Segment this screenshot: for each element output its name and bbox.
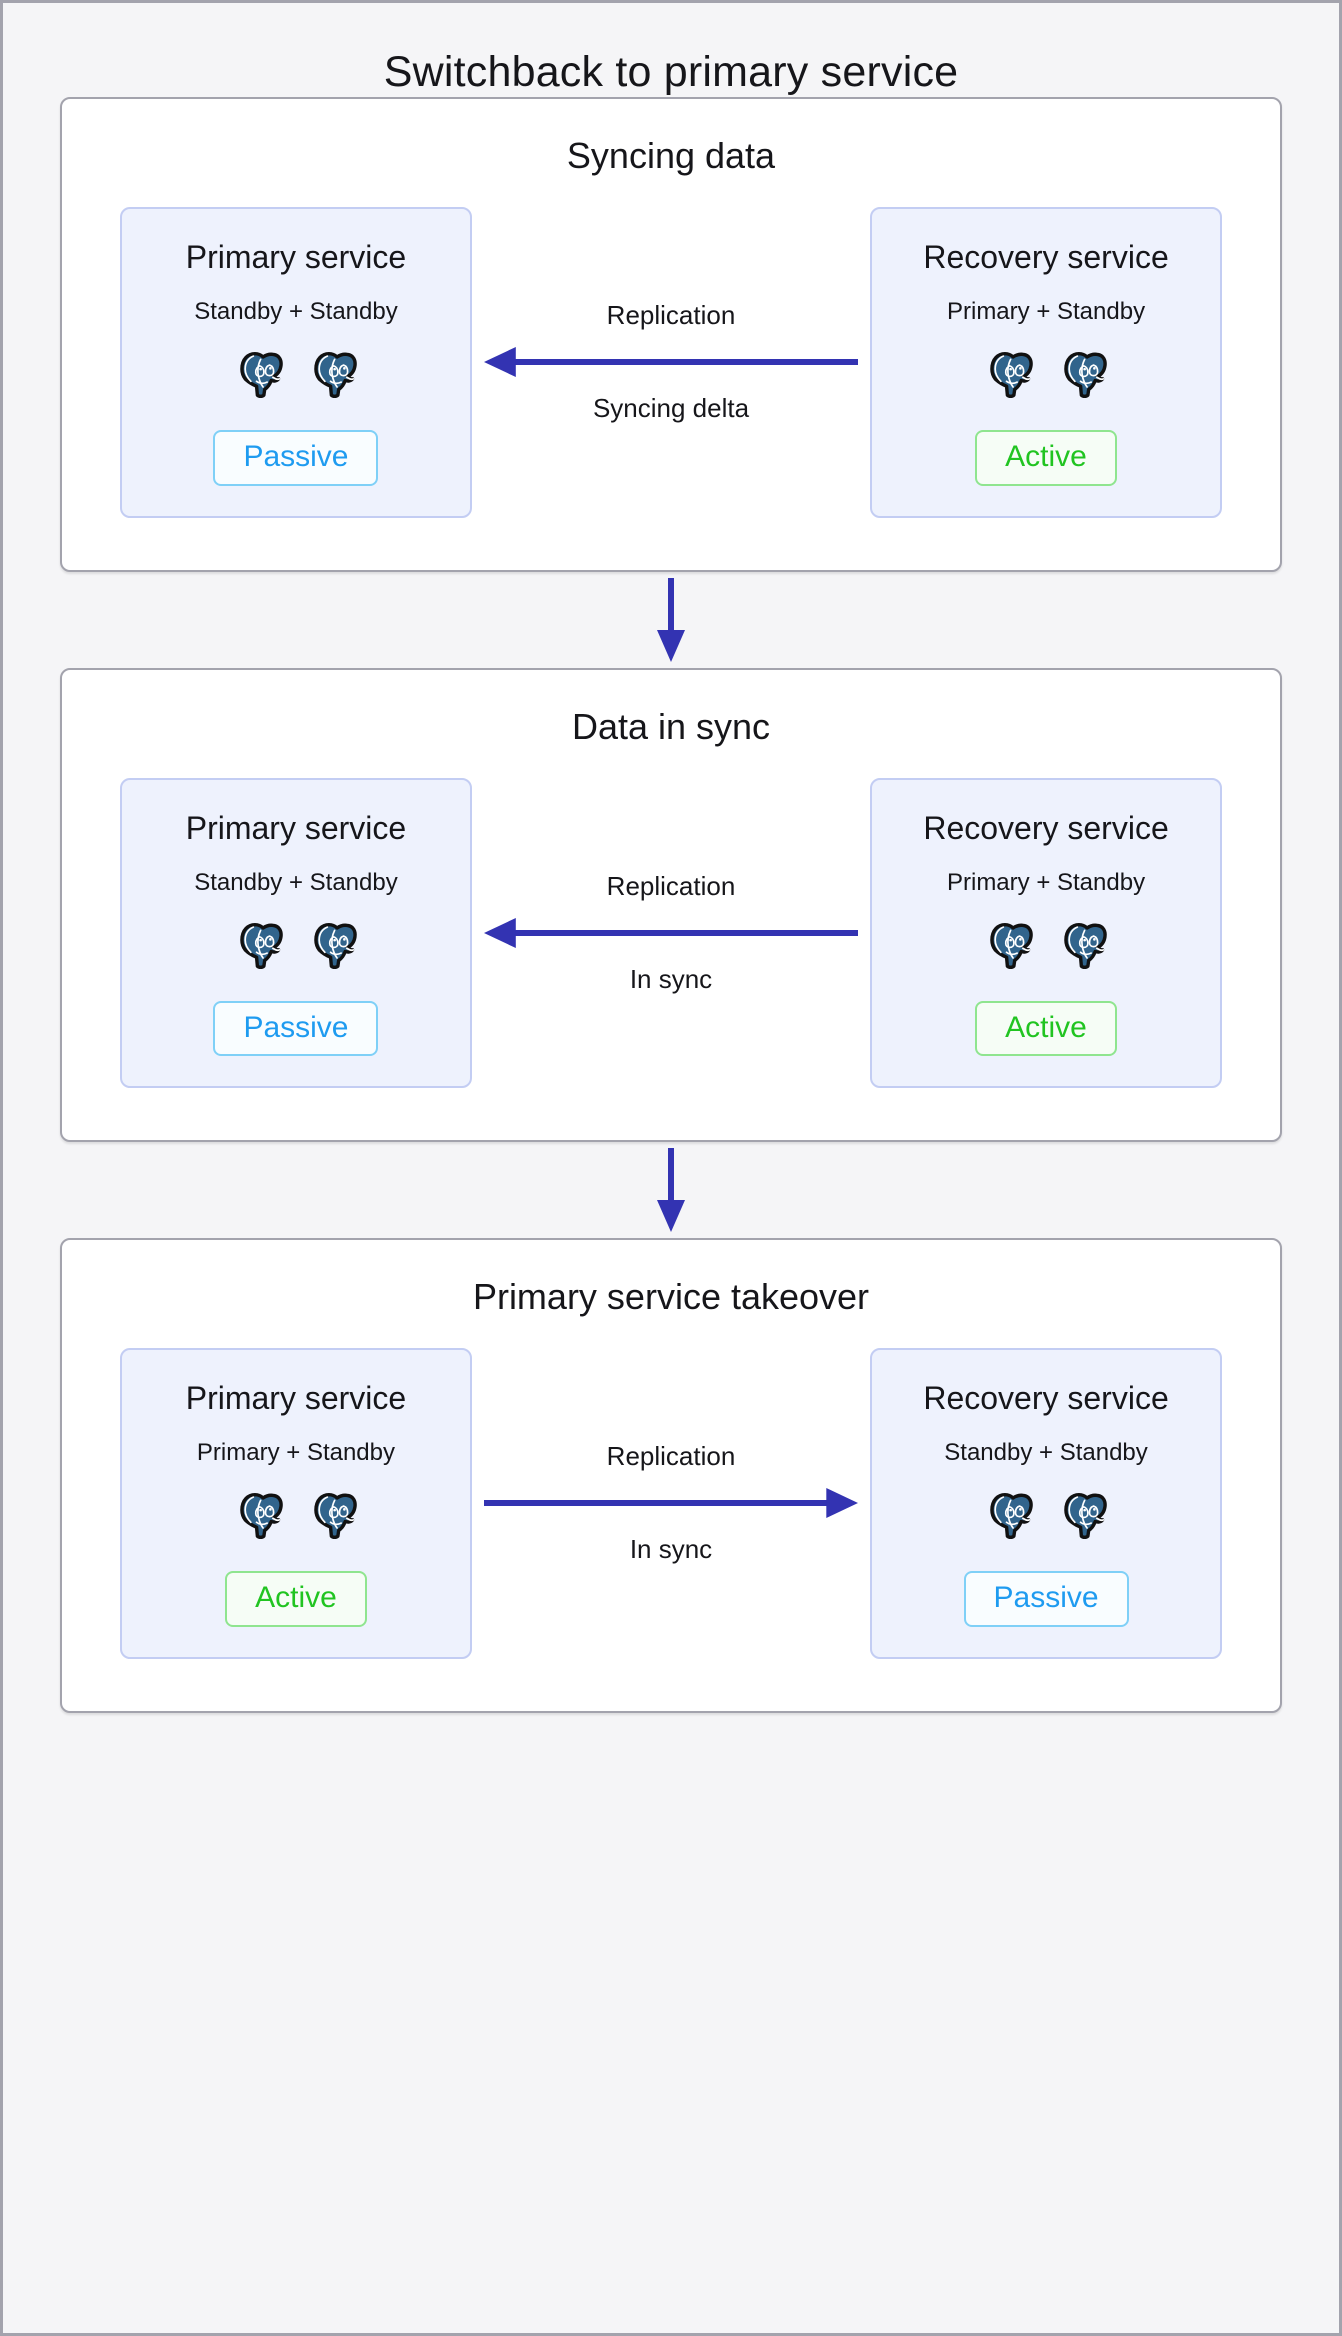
replication-arrow: [483, 1486, 859, 1520]
postgresql-elephant-icon: [990, 922, 1033, 969]
node-row: [983, 1489, 1109, 1541]
replication-link: Replication In sync: [472, 778, 870, 1089]
replication-arrow: [483, 345, 859, 379]
replication-label-bottom: In sync: [629, 1534, 713, 1565]
service-box-left[interactable]: Primary service Primary + Standby Active: [120, 1348, 472, 1659]
stage-connector: [654, 572, 688, 668]
service-box-right[interactable]: Recovery service Standby + Standby Passi…: [870, 1348, 1222, 1659]
service-roles: Primary + Standby: [946, 298, 1146, 325]
postgresql-elephant-icon: [240, 351, 283, 399]
postgresql-elephant-icon: [314, 351, 357, 399]
stage-title: Data in sync: [571, 705, 771, 747]
service-roles: Standby + Standby: [194, 298, 398, 325]
service-box-left[interactable]: Primary service Standby + Standby Passiv…: [120, 777, 472, 1088]
service-name: Recovery service: [923, 239, 1169, 275]
replication-arrow: [483, 916, 859, 950]
status-badge: Passive: [213, 430, 379, 486]
postgresql-elephant-icon: [1064, 351, 1107, 399]
service-name: Primary service: [185, 1380, 407, 1416]
postgresql-elephant-icon: [1064, 922, 1107, 969]
node-row: [233, 919, 359, 971]
node-row: [983, 348, 1109, 400]
postgresql-elephant-icon: [240, 1492, 283, 1540]
flow-down-arrow-icon: [657, 1148, 685, 1232]
replication-label-top: Replication: [606, 300, 736, 331]
postgresql-elephant-icon: [240, 922, 283, 969]
status-badge: Passive: [213, 1000, 379, 1056]
replication-arrow-right-icon: [483, 1488, 859, 1519]
postgresql-elephant-icon: [990, 1492, 1033, 1540]
stage-title: Syncing data: [566, 135, 776, 176]
status-badge: Active: [975, 1000, 1117, 1056]
postgresql-elephant-icon: [990, 351, 1033, 399]
service-name: Recovery service: [923, 1380, 1169, 1416]
replication-link: Replication Syncing delta: [472, 207, 870, 518]
stages-container: Syncing data Primary service Standby + S…: [3, 97, 1339, 1713]
stage-title: Primary service takeover: [472, 1276, 870, 1317]
stage-body: Primary service Standby + Standby Passiv…: [62, 177, 1280, 570]
service-name: Primary service: [185, 239, 407, 275]
replication-label-top: Replication: [606, 1441, 736, 1472]
node-row: [233, 348, 359, 400]
postgresql-elephant-icon: [314, 922, 357, 969]
replication-link: Replication In sync: [472, 1348, 870, 1659]
stage-body: Primary service Primary + Standby Active…: [62, 1318, 1280, 1711]
service-name: Primary service: [185, 809, 407, 846]
stage-connector: [654, 1142, 688, 1238]
service-roles: Primary + Standby: [946, 868, 1146, 896]
status-badge: Active: [975, 430, 1117, 486]
replication-label-bottom: Syncing delta: [592, 393, 750, 424]
replication-arrow-left-icon: [483, 917, 859, 948]
service-box-right[interactable]: Recovery service Primary + Standby Activ…: [870, 777, 1222, 1088]
service-name: Recovery service: [923, 809, 1169, 846]
node-row: [233, 1489, 359, 1541]
postgresql-elephant-icon: [314, 1492, 357, 1540]
stage-body: Primary service Standby + Standby Passiv…: [62, 748, 1280, 1141]
replication-label-bottom: In sync: [629, 963, 713, 994]
service-roles: Standby + Standby: [944, 1439, 1148, 1466]
postgresql-elephant-icon: [1064, 1492, 1107, 1540]
stage-card: Primary service takeover Primary service…: [60, 1238, 1282, 1713]
service-roles: Standby + Standby: [194, 868, 398, 896]
status-badge: Passive: [963, 1571, 1129, 1627]
stage-card: Data in sync Primary service Standby + S…: [60, 667, 1282, 1142]
service-roles: Primary + Standby: [196, 1439, 396, 1466]
node-row: [983, 919, 1109, 971]
status-badge: Active: [225, 1571, 367, 1627]
service-box-left[interactable]: Primary service Standby + Standby Passiv…: [120, 207, 472, 518]
service-box-right[interactable]: Recovery service Primary + Standby Activ…: [870, 207, 1222, 518]
replication-arrow-left-icon: [483, 347, 859, 378]
page-title: Switchback to primary service: [383, 48, 959, 96]
replication-label-top: Replication: [606, 870, 736, 901]
flow-down-arrow-icon: [657, 577, 685, 662]
stage-card: Syncing data Primary service Standby + S…: [60, 97, 1282, 572]
